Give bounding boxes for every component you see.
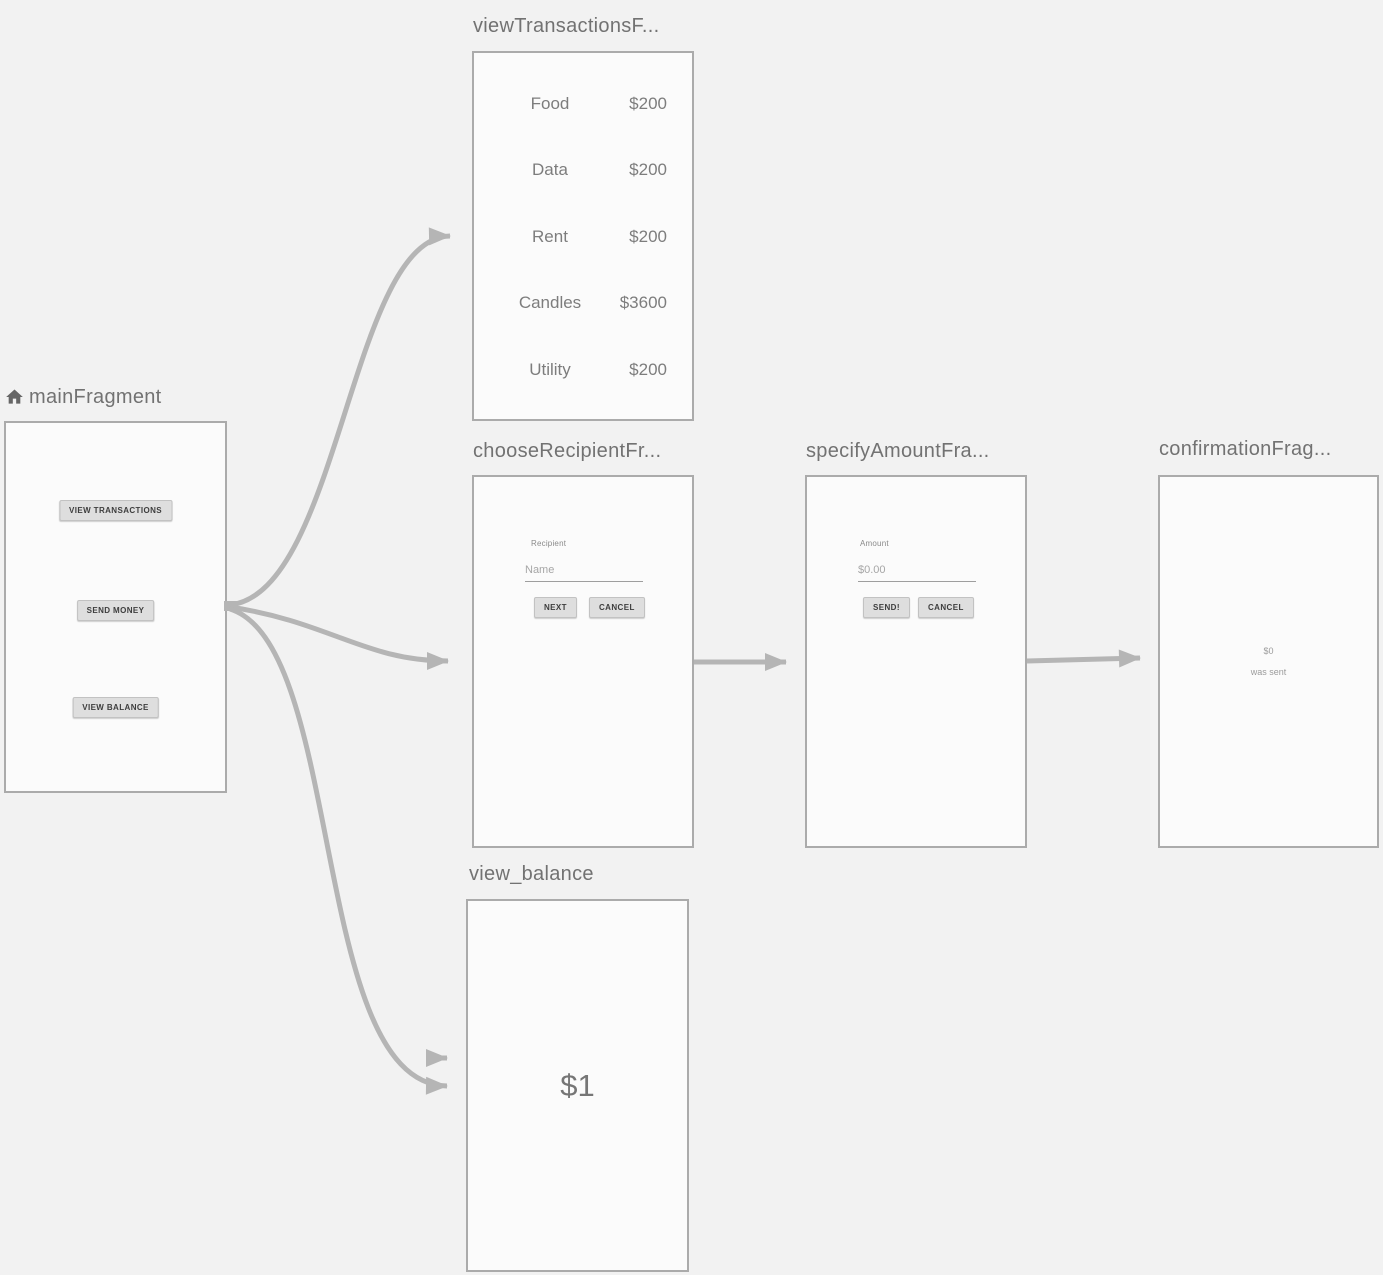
confirmation-message: was sent — [1250, 667, 1287, 677]
transaction-label: Rent — [532, 227, 568, 246]
transaction-row: Data $200 — [474, 160, 692, 184]
view-balance-fragment-title: view_balance — [469, 863, 594, 885]
view-balance-button: VIEW BALANCE — [72, 697, 159, 718]
amount-input-underline — [858, 581, 976, 582]
confirmation-fragment-card[interactable]: $0 was sent — [1158, 475, 1379, 848]
specify-amount-fragment-card[interactable]: Amount $0.00 SEND! CANCEL — [805, 475, 1027, 848]
transaction-label: Data — [532, 160, 568, 179]
view-transactions-fragment-title: viewTransactionsF... — [473, 15, 660, 37]
transaction-label: Food — [530, 94, 570, 113]
recipient-input-underline — [525, 581, 643, 582]
transaction-amount: $200 — [629, 160, 667, 179]
balance-content: $1 — [468, 901, 687, 1270]
send-money-button: SEND MONEY — [76, 600, 155, 621]
transaction-row: Utility $200 — [474, 360, 692, 384]
specify-amount-fragment-title: specifyAmountFra... — [806, 440, 990, 462]
main-fragment-title-label: mainFragment — [29, 386, 162, 408]
recipient-field-label: Recipient — [531, 539, 567, 548]
main-fragment-card[interactable]: VIEW TRANSACTIONS SEND MONEY VIEW BALANC… — [4, 421, 227, 793]
cancel-button: CANCEL — [918, 597, 974, 618]
action-arrow-main-to-view-balance[interactable] — [229, 606, 448, 1095]
transaction-amount: $200 — [629, 94, 667, 113]
transaction-amount: $3600 — [619, 293, 667, 312]
transaction-row: Candles $3600 — [474, 293, 692, 317]
home-icon — [4, 387, 25, 407]
action-arrow-specify-amount-to-confirmation[interactable] — [1026, 649, 1141, 668]
choose-recipient-fragment-title: chooseRecipientFr... — [473, 440, 662, 462]
amount-field-label: Amount — [860, 539, 889, 548]
transaction-label: Utility — [529, 360, 571, 379]
view-transactions-button: VIEW TRANSACTIONS — [58, 500, 173, 521]
choose-recipient-fragment-card[interactable]: Recipient Name NEXT CANCEL — [472, 475, 694, 848]
action-arrow-main-to-view-transactions[interactable] — [229, 227, 451, 608]
confirmation-fragment-title: confirmationFrag... — [1159, 438, 1332, 460]
transaction-amount: $200 — [629, 360, 667, 379]
send-button: SEND! — [863, 597, 910, 618]
confirmation-amount: $0 — [1263, 646, 1274, 656]
cancel-button: CANCEL — [589, 597, 645, 618]
main-fragment-title: mainFragment — [4, 384, 162, 410]
amount-input: $0.00 — [858, 564, 886, 576]
recipient-name-input: Name — [525, 564, 555, 576]
action-arrow-main-to-choose-recipient[interactable] — [229, 604, 449, 670]
confirmation-content: $0 was sent — [1160, 477, 1377, 846]
transaction-row: Food $200 — [474, 94, 692, 118]
transaction-row: Rent $200 — [474, 227, 692, 251]
view-balance-fragment-card[interactable]: $1 — [466, 899, 689, 1272]
transaction-label: Candles — [518, 293, 582, 312]
view-transactions-fragment-card[interactable]: Food $200 Data $200 Rent $200 Candles $3… — [472, 51, 694, 421]
balance-value: $1 — [560, 1067, 595, 1103]
next-button: NEXT — [534, 597, 577, 618]
transaction-amount: $200 — [629, 227, 667, 246]
